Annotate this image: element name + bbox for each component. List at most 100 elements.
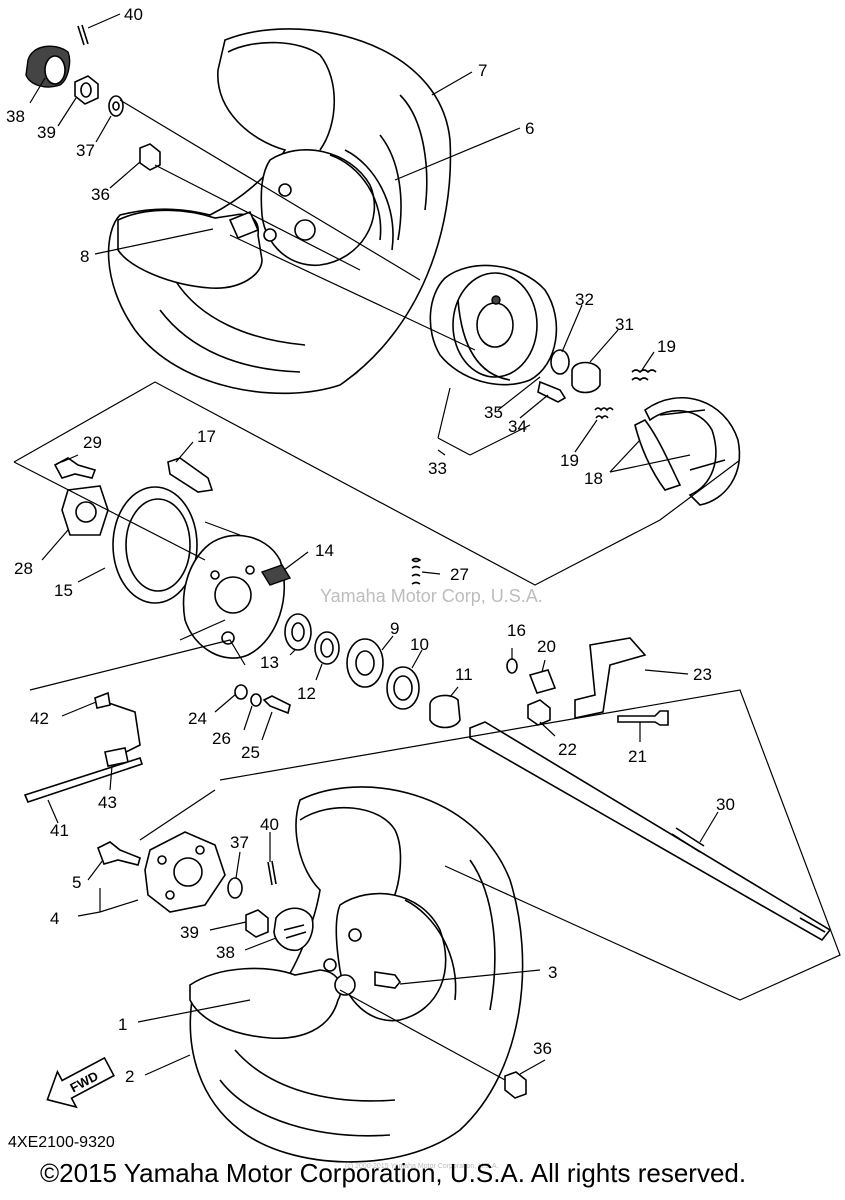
leader-lines (29, 13, 719, 1081)
washer-20 (528, 669, 557, 694)
washer-37-top (108, 95, 124, 117)
callout-6: 6 (525, 119, 534, 138)
callout-2: 2 (125, 1067, 134, 1086)
washer-37-bottom (227, 877, 243, 899)
callout-36: 36 (91, 185, 110, 204)
seal-10 (386, 666, 420, 710)
bolt-21 (617, 710, 669, 726)
diagram-code: 4XE2100-9320 (8, 1134, 115, 1151)
axle-30 (469, 721, 832, 942)
bearing-9 (346, 638, 384, 688)
callout-labels: 40 38 39 37 36 7 6 8 32 3 1 19 35 34 33 1… (6, 5, 735, 1086)
cap-38-top (25, 45, 71, 88)
callout-16: 16 (507, 621, 526, 640)
cap-38-bottom (273, 907, 314, 952)
pin-41 (23, 756, 144, 803)
callout-32: 32 (575, 290, 594, 309)
brake-plate (182, 534, 286, 659)
bolt-5 (96, 841, 141, 866)
spacer-12 (314, 631, 340, 665)
callout-11: 11 (455, 665, 473, 684)
callout-23: 23 (693, 665, 712, 684)
callout-20: 20 (537, 637, 556, 656)
bolt-29 (53, 457, 97, 479)
nut-36-bottom (504, 1071, 527, 1099)
callout-24: 24 (188, 709, 207, 728)
collar-31 (571, 361, 601, 394)
callout-34: 34 (508, 417, 527, 436)
callout-13: 13 (260, 653, 279, 672)
cotter-pin-40-bottom (267, 860, 277, 886)
brake-shoe-18 (634, 396, 741, 506)
callout-14: 14 (315, 541, 334, 560)
callout-10: 10 (410, 635, 429, 654)
bolt-34 (537, 380, 567, 403)
group-outlines (13, 381, 841, 1001)
callout-26: 26 (212, 729, 231, 748)
callout-17: 17 (197, 427, 216, 446)
callout-29: 29 (83, 433, 102, 452)
o-ring-32 (550, 349, 570, 375)
callout-8: 8 (80, 247, 89, 266)
washer-24 (234, 684, 248, 700)
gasket-28 (61, 485, 109, 536)
hub-4 (144, 831, 226, 913)
callout-9: 9 (390, 619, 399, 638)
callout-25: 25 (241, 743, 260, 762)
callout-36-bottom: 36 (533, 1039, 552, 1058)
callout-3: 3 (548, 963, 557, 982)
callout-37-bottom: 37 (230, 833, 249, 852)
spring-19-mid (594, 407, 614, 420)
callout-18: 18 (584, 469, 603, 488)
callout-12: 12 (297, 684, 316, 703)
callout-30: 30 (716, 795, 735, 814)
callout-35: 35 (484, 403, 503, 422)
callout-22: 22 (558, 740, 577, 759)
nut-39-bottom (245, 909, 269, 938)
nut-39-top (74, 75, 99, 105)
bearing-13 (284, 613, 312, 651)
callout-39: 39 (37, 123, 56, 142)
callout-37: 37 (76, 141, 95, 160)
callout-1: 1 (118, 1015, 127, 1034)
callout-5: 5 (72, 873, 81, 892)
cotter-pin-40-top (77, 24, 89, 46)
cam-14 (260, 564, 292, 586)
copyright-notice: ©2015 Yamaha Motor Corporation, U.S.A. A… (40, 1158, 747, 1188)
seal-15 (112, 486, 198, 604)
spring-27 (411, 557, 422, 585)
callout-27: 27 (450, 565, 469, 584)
fwd-arrow-icon: FWD (46, 1056, 115, 1109)
watermark-yamaha: Yamaha Motor Corp, U.S.A. (320, 586, 543, 606)
callout-43: 43 (98, 793, 117, 812)
callout-39-bottom: 39 (180, 923, 199, 942)
spring-19-top (631, 369, 657, 382)
nut-22 (527, 699, 551, 726)
callout-4: 4 (50, 909, 59, 928)
callout-7: 7 (478, 61, 487, 80)
callout-19-top: 19 (657, 337, 676, 356)
callout-40: 40 (124, 5, 143, 24)
callout-21: 21 (628, 747, 647, 766)
callout-19-mid: 19 (560, 451, 579, 470)
o-ring-16 (506, 658, 518, 674)
bolt-17 (167, 457, 214, 493)
callout-41: 41 (50, 821, 69, 840)
watermark-small-copyright: (c) 2000-2015 Yamaha Motor Corporation, … (345, 1163, 498, 1170)
callout-28: 28 (14, 559, 33, 578)
callout-33: 33 (428, 459, 447, 478)
callout-38-bottom: 38 (216, 943, 235, 962)
bolt-3 (374, 971, 402, 989)
lower-wheel-rim (189, 892, 457, 1040)
bolt-25 (262, 695, 291, 715)
callout-15: 15 (54, 581, 73, 600)
brake-drum (429, 264, 558, 386)
callout-38: 38 (6, 107, 25, 126)
washer-26 (250, 693, 262, 707)
callout-40-bottom: 40 (260, 815, 279, 834)
callout-42: 42 (30, 709, 49, 728)
brake-arm-23 (574, 637, 647, 719)
collar-11 (429, 694, 461, 729)
nut-36-top (139, 143, 161, 171)
